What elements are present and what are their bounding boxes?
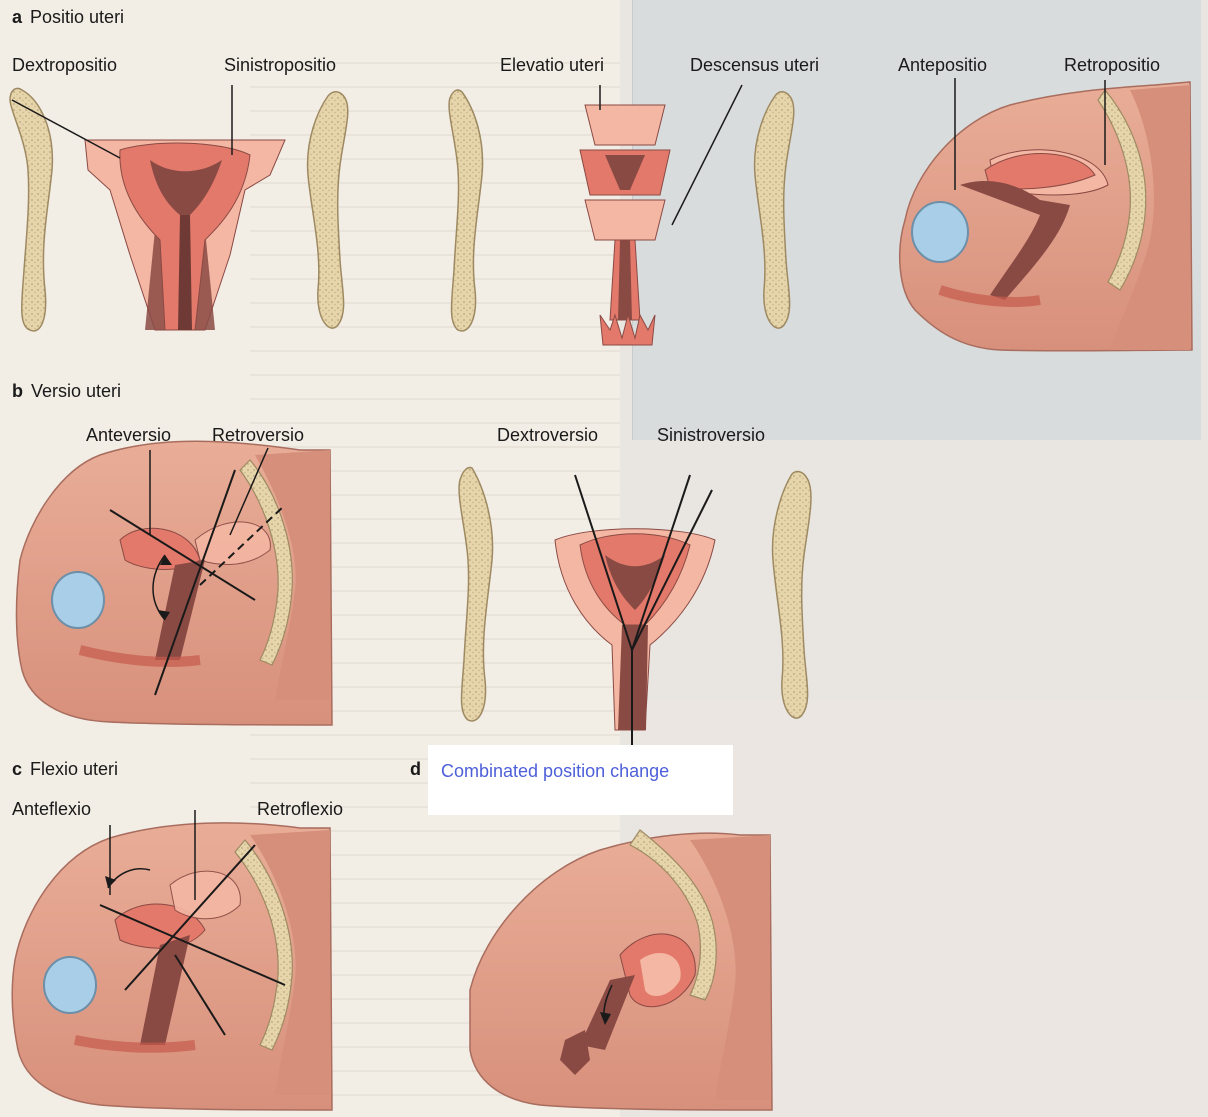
- label-retroflexio: Retroflexio: [257, 800, 343, 818]
- label-dextroversio: Dextroversio: [497, 426, 598, 444]
- panel-a-positio-frontal: [10, 85, 348, 331]
- section-b-letter: b: [12, 381, 23, 401]
- label-elevatio-uteri: Elevatio uteri: [500, 56, 604, 74]
- pelvic-bone-right: [308, 92, 348, 328]
- section-d-letter: d: [410, 759, 421, 779]
- label-anteflexio: Anteflexio: [12, 800, 91, 818]
- section-c-letter: c: [12, 759, 22, 779]
- panel-c-sagittal: [12, 810, 332, 1110]
- section-c-heading: c Flexio uteri: [12, 760, 118, 778]
- section-d-title: Combinated position change: [441, 761, 669, 782]
- label-antepositio: Antepositio: [898, 56, 987, 74]
- section-a-letter: a: [12, 7, 22, 27]
- label-retropositio: Retropositio: [1064, 56, 1160, 74]
- label-retroversio: Retroversio: [212, 426, 304, 444]
- panel-d-sagittal: [470, 830, 772, 1110]
- panel-a-elevatio-descensus: [449, 85, 794, 345]
- label-descensus-uteri: Descensus uteri: [690, 56, 819, 74]
- panel-b-frontal: [459, 468, 811, 746]
- section-d-letter-wrap: d: [410, 760, 429, 778]
- label-anteversio: Anteversio: [86, 426, 171, 444]
- section-a-title: Positio uteri: [30, 7, 124, 27]
- label-sinistropositio: Sinistropositio: [224, 56, 336, 74]
- panel-a-sagittal: [900, 78, 1192, 351]
- section-b-heading: b Versio uteri: [12, 382, 121, 400]
- section-c-title: Flexio uteri: [30, 759, 118, 779]
- label-sinistroversio: Sinistroversio: [657, 426, 765, 444]
- panel-b-sagittal: [16, 441, 332, 725]
- section-a-heading: a Positio uteri: [12, 8, 124, 26]
- section-b-title: Versio uteri: [31, 381, 121, 401]
- pelvic-bone-left: [10, 88, 52, 330]
- label-dextropositio: Dextropositio: [12, 56, 117, 74]
